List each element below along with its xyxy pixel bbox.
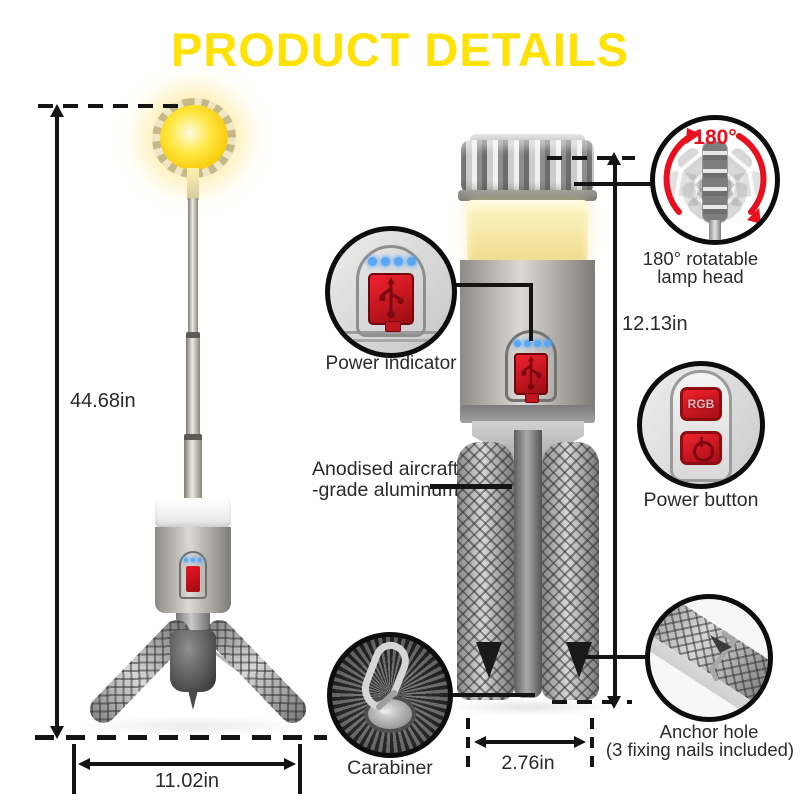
indicator-arch — [356, 245, 426, 337]
battery-led-dot — [534, 340, 541, 347]
lamp-pole-segment-1 — [188, 198, 198, 334]
rotatable-lamp-head-icon — [703, 142, 727, 222]
rotation-angle-badge: 180° — [693, 126, 737, 149]
carabiner-caption: Carabiner — [347, 757, 433, 779]
power-button-panel: RGB — [670, 370, 732, 482]
flashlight-width-line — [484, 740, 576, 744]
indicator-led-dot — [407, 257, 416, 266]
flashlight-usb-panel — [505, 330, 557, 403]
power-button-icon — [680, 431, 722, 465]
indicator-usb-port-icon — [368, 273, 414, 332]
flashlight-lantern-band — [467, 200, 588, 261]
indicator-led-dot — [394, 257, 403, 266]
flashlight-knurled-cap — [461, 140, 594, 194]
flashlight-leg-notch-right — [566, 642, 592, 678]
power-button-caption: Power button — [643, 489, 759, 511]
flashlight-width-tick-left — [466, 718, 470, 774]
carabiner-connector-line — [449, 693, 535, 697]
tripod-height-label: 44.68in — [70, 390, 136, 412]
rgb-mode-button: RGB — [680, 387, 722, 421]
flashlight-height-label: 12.13in — [622, 313, 688, 335]
lamp-pole-segment-2 — [186, 338, 200, 436]
rotatable-head-caption-line2: lamp head — [657, 266, 744, 287]
base-width-tick-right — [298, 744, 302, 794]
anchor-hole-caption-line1: Anchor hole — [659, 721, 759, 742]
rotatable-connector-line — [574, 182, 654, 186]
base-width-arrow-right — [284, 758, 296, 770]
lamp-led-dot — [191, 558, 195, 562]
carabiner-icon — [362, 641, 409, 714]
rotatable-head-callout: 180° — [650, 115, 780, 245]
battery-led-dot — [524, 340, 531, 347]
lamp-body-white-band — [155, 498, 231, 528]
anchor-hole-caption-line2: (3 fixing nails included) — [605, 739, 795, 760]
flashlight-collar — [460, 405, 595, 423]
rotatable-head-caption-line1: 180° rotatable — [642, 248, 759, 269]
flashlight-dim-dashed-bottom — [552, 700, 632, 704]
lamp-usb-panel — [179, 551, 207, 599]
power-indicator-callout — [325, 226, 457, 358]
lamp-led-dot — [198, 558, 202, 562]
base-width-arrow-left — [78, 758, 90, 770]
height-dim-dashed-top — [38, 104, 188, 108]
ground-dashed-line — [35, 735, 327, 740]
indicator-body-line — [330, 339, 452, 342]
base-width-line — [88, 762, 286, 766]
carabiner-callout — [327, 632, 453, 758]
base-width-tick-left — [72, 744, 76, 794]
lamp-pole-segment-3 — [184, 440, 202, 502]
flashlight-width-tick-right — [590, 718, 594, 774]
lamp-led-dot — [184, 558, 188, 562]
lamp-pole-stem — [187, 168, 199, 200]
rotation-arc-icon — [663, 128, 767, 224]
flashlight-dim-dashed-top — [547, 156, 635, 160]
flashlight-width-arrow-left — [474, 736, 486, 748]
indicator-usb-latch — [385, 321, 401, 332]
flashlight-width-label: 2.76in — [501, 752, 555, 774]
indicator-led-dot — [381, 257, 390, 266]
indicator-connector-line-h — [453, 283, 533, 287]
indicator-connector-line-v — [529, 283, 533, 341]
battery-led-dot — [514, 340, 521, 347]
usb-port-icon — [514, 353, 548, 403]
power-glyph-bar — [700, 437, 703, 447]
flashlight-cap-rim — [458, 190, 597, 201]
lamp-pole-joint-1 — [186, 332, 200, 340]
battery-led-dot — [544, 340, 551, 347]
indicator-led-dot — [368, 257, 377, 266]
material-label-line1: Anodised aircraft — [312, 458, 459, 480]
flashlight-dim-arrow-top — [607, 152, 621, 165]
power-indicator-caption: Power indicator — [325, 353, 457, 374]
page-title: PRODUCT DETAILS — [170, 23, 629, 76]
lamp-usb-port-icon — [186, 566, 200, 592]
usb-latch — [525, 393, 539, 403]
flashlight-center-column — [514, 430, 542, 698]
tripod-base-width-label: 11.02in — [154, 770, 220, 792]
tripod-shadow — [78, 716, 308, 736]
height-dim-line — [55, 110, 59, 734]
rotatable-lamp-stem — [709, 220, 721, 240]
anchor-connector-line — [584, 655, 648, 659]
flashlight-leg-notch-left — [476, 642, 502, 678]
power-glyph-ring — [693, 441, 714, 462]
flashlight-width-arrow-right — [574, 736, 586, 748]
flashlight-dim-line — [613, 162, 617, 702]
tripod-leg-right — [200, 614, 312, 729]
material-label-line2: -grade aluminum — [312, 479, 459, 501]
rgb-button-label: RGB — [687, 397, 715, 411]
anchor-hole-callout — [645, 594, 773, 722]
fixing-nail-icon — [709, 630, 738, 682]
tripod-hub — [170, 630, 216, 692]
tripod-spike — [188, 690, 198, 710]
material-pointer-line — [430, 484, 512, 489]
lamp-pole-joint-2 — [184, 434, 202, 442]
power-button-callout: RGB — [637, 361, 765, 489]
